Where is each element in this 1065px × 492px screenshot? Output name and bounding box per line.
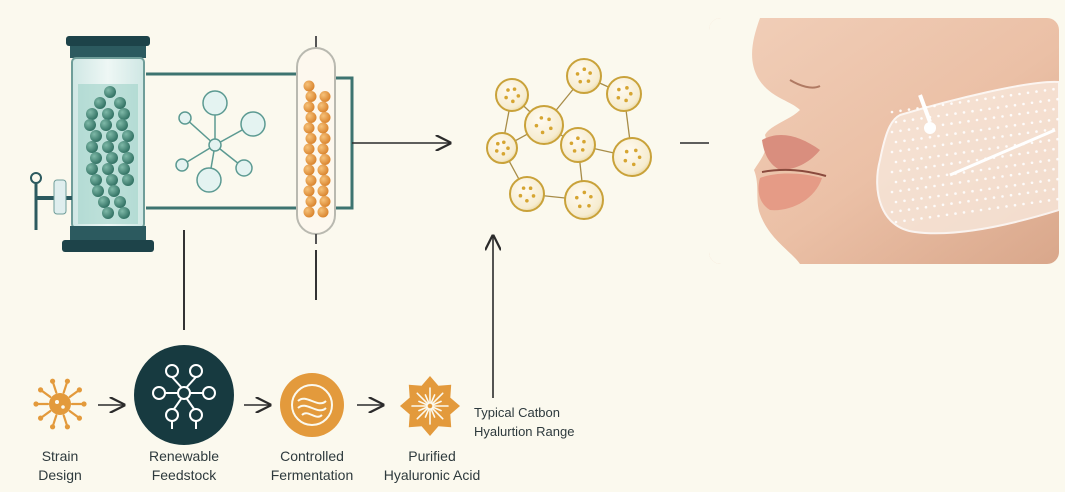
molecule-node bbox=[486, 132, 518, 164]
cell-bead bbox=[116, 119, 128, 131]
resin-bead bbox=[305, 196, 317, 207]
cell-bead bbox=[108, 185, 120, 197]
cell-bead bbox=[102, 141, 114, 153]
resin-bead bbox=[317, 206, 329, 218]
molecule-node bbox=[524, 105, 564, 145]
cell-bead bbox=[114, 97, 126, 109]
resin-bead bbox=[319, 91, 331, 102]
step-renewable-feedstock: Renewable Feedstock bbox=[134, 447, 234, 485]
resin-bead bbox=[303, 143, 315, 155]
cell-bead bbox=[102, 207, 114, 219]
resin-bead bbox=[305, 91, 317, 102]
molecule-node bbox=[612, 137, 652, 177]
molecule-node bbox=[564, 180, 604, 220]
step-label-line1: Purified bbox=[408, 448, 456, 464]
resin-bead bbox=[303, 80, 315, 92]
resin-bead bbox=[305, 112, 317, 123]
cell-bead bbox=[100, 119, 112, 131]
molecule-node bbox=[560, 127, 596, 163]
resin-bead bbox=[317, 122, 329, 134]
cell-bead bbox=[86, 141, 98, 153]
molecule-node bbox=[566, 58, 602, 94]
molecule-node bbox=[495, 78, 529, 112]
cell-bead bbox=[122, 174, 134, 186]
resin-bead bbox=[319, 112, 331, 123]
resin-bead bbox=[305, 133, 317, 144]
purification-column bbox=[296, 36, 336, 244]
cell-bead bbox=[86, 163, 98, 175]
cell-bead bbox=[102, 108, 114, 120]
cell-bead bbox=[106, 130, 118, 142]
resin-bead bbox=[303, 164, 315, 176]
resin-bead bbox=[303, 122, 315, 134]
cell-bead bbox=[86, 108, 98, 120]
microbe-icon bbox=[33, 378, 87, 430]
cell-bead bbox=[106, 152, 118, 164]
resin-bead bbox=[303, 206, 315, 218]
cell-bead bbox=[118, 108, 130, 120]
starburst-icon bbox=[400, 376, 460, 436]
note-line2: Hyalurtion Range bbox=[474, 424, 575, 439]
cell-bead bbox=[90, 130, 102, 142]
note-line1: Typical Catbon bbox=[474, 405, 560, 420]
skin-application-image bbox=[709, 18, 1059, 264]
resin-bead bbox=[305, 154, 317, 165]
step-label-line2: Hyaluronic Acid bbox=[383, 467, 481, 483]
cell-bead bbox=[122, 130, 134, 142]
carbon-range-note: Typical Catbon Hyalurtion Range bbox=[474, 403, 574, 441]
molecule-node bbox=[509, 176, 545, 212]
cell-bead bbox=[90, 152, 102, 164]
resin-bead bbox=[317, 185, 329, 197]
cell-bead bbox=[104, 86, 116, 98]
cell-bead bbox=[84, 119, 96, 131]
resin-bead bbox=[303, 185, 315, 197]
molecule-node bbox=[606, 76, 642, 112]
step-label-line2: Design bbox=[38, 467, 82, 483]
molecule-icon bbox=[175, 90, 266, 193]
step-label-line1: Controlled bbox=[280, 448, 344, 464]
resin-bead bbox=[305, 175, 317, 186]
cell-bead bbox=[94, 97, 106, 109]
cell-bead bbox=[92, 185, 104, 197]
cell-bead bbox=[118, 141, 130, 153]
resin-bead bbox=[317, 164, 329, 176]
bioreactor bbox=[30, 36, 154, 252]
step-purified-hyaluronic-acid: Purified Hyaluronic Acid bbox=[372, 447, 492, 485]
cell-bead bbox=[98, 196, 110, 208]
resin-bead bbox=[319, 154, 331, 165]
step-label-line2: Fermentation bbox=[270, 467, 354, 483]
cell-bead bbox=[122, 152, 134, 164]
resin-bead bbox=[303, 101, 315, 113]
swirl-icon bbox=[280, 373, 344, 437]
step-strain-design: Strain Design bbox=[20, 447, 100, 485]
cell-bead bbox=[106, 174, 118, 186]
cell-bead bbox=[102, 163, 114, 175]
step-label-line1: Renewable bbox=[148, 448, 220, 464]
step-controlled-fermentation: Controlled Fermentation bbox=[256, 447, 368, 485]
resin-bead bbox=[317, 143, 329, 155]
resin-bead bbox=[319, 133, 331, 144]
cell-bead bbox=[90, 174, 102, 186]
cell-bead bbox=[118, 207, 130, 219]
cell-bead bbox=[118, 163, 130, 175]
cell-bead bbox=[114, 196, 126, 208]
resin-bead bbox=[319, 196, 331, 207]
step-label-line2: Feedstock bbox=[151, 467, 217, 483]
hyaluronic-acid-network bbox=[486, 58, 652, 220]
step-label-line1: Strain bbox=[41, 448, 79, 464]
resin-bead bbox=[317, 101, 329, 113]
resin-bead bbox=[319, 175, 331, 186]
network-icon bbox=[134, 345, 234, 445]
